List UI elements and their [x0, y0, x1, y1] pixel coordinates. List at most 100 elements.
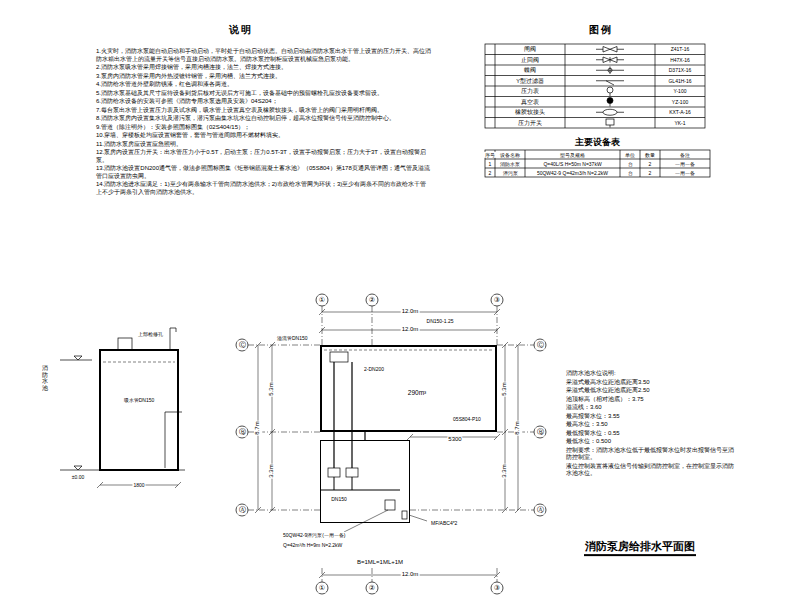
- drawing-label: 2.消防水泵吸水管采用焊接钢管，采用沟槽连接，法兰、焊接方式连接。: [95, 64, 432, 72]
- drawing-label: 2: [648, 160, 653, 166]
- path-shape: [60, 356, 92, 360]
- drawing-label: 液位控制装置将液位信号传输到消防控制室，在控制室显示消防水池水位。: [565, 463, 737, 478]
- legend-text: 止回阀: [520, 56, 540, 63]
- drawing-label: YZ-100: [671, 99, 689, 105]
- legend-table: [485, 44, 705, 128]
- drawing-label: 2: [648, 169, 653, 175]
- drawing-label: 5.消防水泵基础及其尺寸应待设备到货后核对无误后方可施工，设备基础中的预留螺栓孔…: [95, 90, 432, 98]
- path-shape: [320, 477, 400, 490]
- drawing-label: 单位: [624, 151, 636, 157]
- path-shape: [324, 350, 493, 351]
- drawing-label: ±0.00: [71, 474, 85, 480]
- drawing-label: 型号及规格: [559, 151, 586, 157]
- drawing-label: 最高报警水位：3.55: [565, 413, 737, 421]
- path-shape: [334, 362, 352, 468]
- path-shape: [596, 67, 624, 75]
- rect-shape: [385, 500, 395, 510]
- legend-text: 闸阀: [523, 46, 537, 53]
- legend-text: 压力开关: [517, 119, 543, 126]
- drawing-label: 50QW42-9潜污泵(一用一备): [282, 532, 347, 538]
- node-label: 2-DN200: [363, 366, 385, 372]
- drawing-label: Ⓐ: [536, 506, 545, 515]
- path-shape: [596, 47, 624, 53]
- drawing-label: 12.0m: [401, 326, 420, 334]
- drawing-label: Ⓑ: [536, 428, 545, 437]
- circle-shape: [366, 582, 378, 594]
- circle-shape: [491, 294, 503, 306]
- drawing-label: ③: [493, 296, 501, 305]
- drawing-label: ①: [318, 296, 326, 305]
- section-detail: [60, 328, 185, 488]
- drawing-label: 潜污泵: [502, 169, 519, 175]
- drawing-label: Ⓐ: [238, 506, 247, 515]
- drawing-label: 设备名称: [499, 151, 521, 157]
- drawing-label: 50QW42-9 Q=42m3/h N=2.2kW: [536, 169, 609, 175]
- drawing-label: 采溢式最低水位距池底距离2.50: [565, 387, 737, 395]
- path-shape: [74, 466, 82, 470]
- drawing-label: 消防水池水位说明:: [565, 370, 737, 378]
- circle-shape: [236, 504, 248, 516]
- rect-shape: [485, 44, 705, 128]
- path-shape: [248, 306, 534, 582]
- rect-shape: [606, 119, 614, 125]
- drawing-label: 说 明: [228, 24, 253, 37]
- drawing-label: 上部检修孔: [137, 331, 164, 337]
- drawing-label: D371X-16: [668, 67, 693, 73]
- drawing-label: 8.7m: [254, 420, 262, 435]
- drawing-label: ②: [368, 296, 376, 305]
- drawing-label: ②: [368, 584, 376, 593]
- drawing-label: 11.消防水泵房应设置应急照明。: [95, 141, 432, 149]
- node-label: DN150: [330, 496, 348, 502]
- ellipse-shape: [603, 109, 617, 115]
- circle-shape: [607, 98, 613, 104]
- drawing-label: 序号: [484, 151, 496, 157]
- drawing-label: DN150-1.25: [426, 318, 455, 324]
- water-pool: 2-DN200 290m³ 05S804-P10: [320, 345, 497, 432]
- path-shape: [485, 150, 710, 177]
- drawing-label: Ⓒ: [536, 341, 545, 350]
- path-shape: [170, 328, 176, 350]
- circle-shape: [366, 294, 378, 306]
- rect-shape: [346, 468, 358, 477]
- path-shape: [610, 104, 611, 107]
- drawing-label: ③: [493, 584, 501, 593]
- circle-shape: [607, 87, 613, 93]
- equipment-table: [485, 150, 710, 177]
- drawing-label: Y-100: [673, 88, 688, 94]
- path-shape: [485, 44, 705, 128]
- node-label: 290m³: [407, 389, 427, 397]
- drawing-label: 12.0m: [401, 571, 420, 579]
- drawing-title: 消防泵房给排水平面图: [584, 540, 696, 556]
- rect-shape: [328, 468, 340, 477]
- circle-shape: [316, 294, 328, 306]
- drawing-label: 溢流管DN150: [276, 335, 309, 341]
- drawing-label: 6.消防给水设备的安装可参照《消防专用水泵选用及安装》04S204；: [95, 98, 432, 106]
- drawing-label: 溢流线：3.60: [565, 404, 737, 412]
- path-shape: [596, 81, 624, 85]
- rect-shape: [402, 511, 407, 519]
- circle-shape: [316, 582, 328, 594]
- drawing-label: 图 例: [588, 24, 613, 37]
- drawing-label: 10.穿墙、穿楼板处均应设置钢套管，套管与管道间隙用不燃材料填实。: [95, 132, 432, 140]
- drawing-label: 池顶标高（相对池底）：3.75: [565, 396, 737, 404]
- circle-shape: [491, 582, 503, 594]
- legend-text: 真空表: [520, 98, 540, 105]
- drawing-label: ①: [318, 584, 326, 593]
- circle-shape: [236, 339, 248, 351]
- path-shape: [97, 482, 181, 488]
- node-label: 05S804-P10: [452, 416, 482, 422]
- drawing-label: 备注: [679, 151, 691, 157]
- path-shape: [610, 93, 611, 96]
- path-shape: [258, 312, 518, 575]
- drawing-label: 台: [627, 160, 634, 166]
- drawing-label: 1.火灾时，消防水泵能自动启动和手动启动，平时处于自动启动状态。自动启动由消防水…: [95, 48, 432, 63]
- legend-text: 压力表: [520, 88, 540, 95]
- rect-shape: [330, 352, 348, 362]
- circle-shape: [534, 504, 546, 516]
- drawing-label: 一用一备: [674, 169, 696, 175]
- path-shape: [255, 309, 521, 578]
- rect-shape: [485, 150, 710, 177]
- drawing-label: 13.消防水池设置DN200通气管，做法参照国标图集《矩形钢筋混凝土蓄水池》（0…: [95, 165, 432, 180]
- drawing-label: 吸水管DN150: [123, 397, 156, 403]
